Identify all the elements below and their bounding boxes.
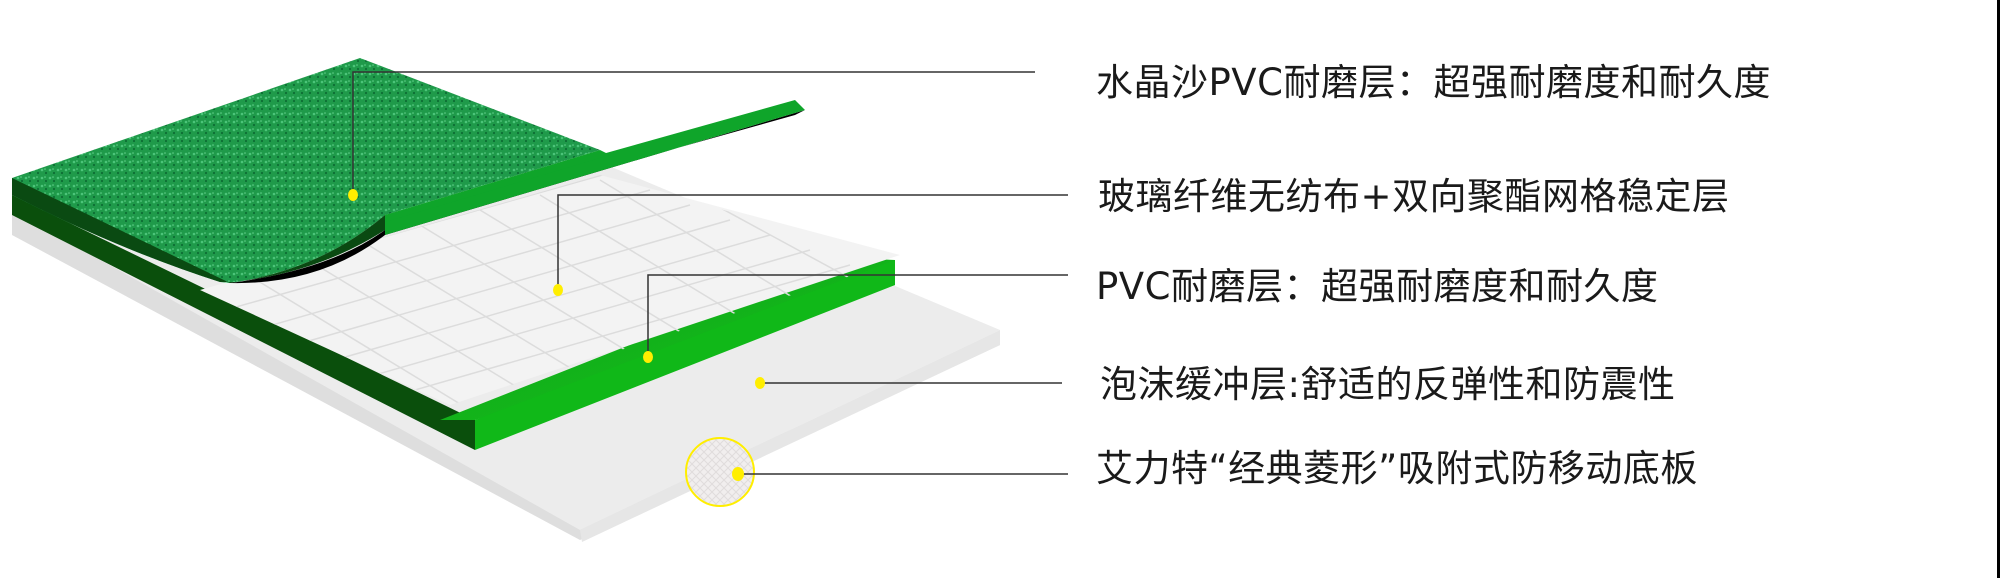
diamond-base-sample [685,437,755,507]
marker-dots [348,189,765,481]
label-fiberglass-mesh: 玻璃纤维无纺布+双向聚酯网格稳定层 [1098,175,1730,218]
marker-dot-icon [643,351,653,363]
marker-dot-icon [732,467,744,481]
label-crystal-sand-pvc: 水晶沙PVC耐磨层：超强耐磨度和耐久度 [1096,61,1771,104]
marker-dot-icon [553,284,563,296]
leader-lines [352,71,1068,475]
label-diamond-base: 艾力特“经典菱形”吸附式防移动底板 [1096,447,1698,490]
label-pvc-wear: PVC耐磨层：超强耐磨度和耐久度 [1096,265,1659,308]
marker-dot-icon [348,189,358,201]
pvc-wear-layer [440,258,895,420]
pvc-layer-side [12,195,475,450]
label-foam-cushion: 泡沫缓冲层:舒适的反弹性和防震性 [1100,363,1676,406]
right-border [1997,0,2000,578]
crystal-sand-top-layer [12,58,805,284]
marker-dot-icon [755,377,765,389]
